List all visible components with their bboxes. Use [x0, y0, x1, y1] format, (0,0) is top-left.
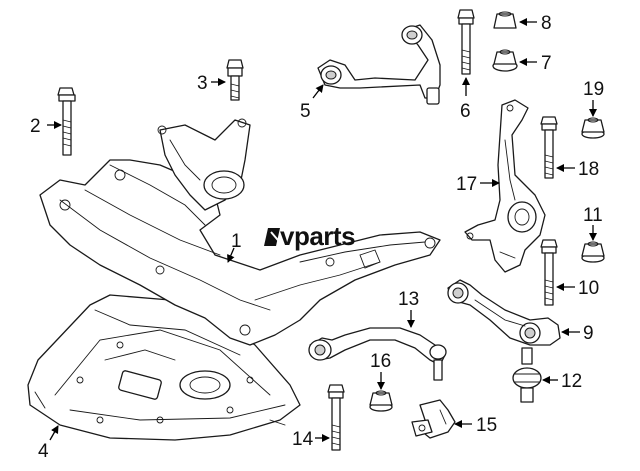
callout-5: 5 — [300, 101, 311, 122]
watermark-logo: vparts — [264, 221, 356, 251]
part-1-subframe[interactable] — [39, 159, 441, 346]
watermark-text: vparts — [280, 221, 355, 251]
callout-18: 18 — [578, 159, 599, 180]
callout-3: 3 — [197, 73, 208, 94]
callout-7: 7 — [541, 53, 552, 74]
callout-11: 11 — [583, 205, 603, 226]
part-11-nut[interactable] — [581, 241, 605, 263]
part-8-nut[interactable] — [493, 11, 517, 29]
callout-17: 17 — [456, 174, 477, 195]
callout-19: 19 — [583, 79, 604, 100]
part-13-lower-arm[interactable] — [308, 327, 447, 381]
callout-12: 12 — [561, 371, 582, 392]
part-9-lower-control-arm[interactable] — [447, 279, 561, 346]
part-19-nut[interactable] — [581, 117, 605, 139]
callout-6: 6 — [460, 101, 471, 122]
part-6-bolt[interactable] — [457, 9, 475, 75]
callout-8: 8 — [541, 13, 552, 34]
callout-14: 14 — [292, 429, 314, 450]
part-7-flange-nut[interactable] — [492, 49, 518, 72]
part-14-bolt[interactable] — [327, 384, 345, 451]
callout-4: 4 — [38, 441, 49, 462]
callout-15: 15 — [476, 415, 497, 436]
part-12-ball-joint[interactable] — [512, 347, 542, 403]
part-15-bracket[interactable] — [411, 399, 456, 439]
callout-13: 13 — [398, 289, 419, 310]
part-1-subframe-tower — [157, 118, 251, 211]
part-2-bolt[interactable] — [57, 87, 76, 156]
callout-1: 1 — [231, 231, 242, 252]
callout-labels: 1 2 3 4 5 6 7 8 9 10 11 12 13 14 15 16 1… — [30, 13, 604, 462]
part-18-bolt[interactable] — [540, 116, 558, 179]
leader-lines — [47, 18, 597, 442]
callout-10: 10 — [578, 278, 599, 299]
callout-9: 9 — [583, 323, 594, 344]
part-16-nut[interactable] — [369, 390, 393, 412]
part-3-bolt[interactable] — [226, 59, 244, 101]
part-17-steering-knuckle[interactable] — [464, 99, 546, 273]
callout-16: 16 — [370, 351, 391, 372]
part-10-bolt[interactable] — [540, 239, 558, 306]
callout-2: 2 — [30, 116, 41, 137]
part-5-upper-control-arm[interactable] — [317, 24, 441, 105]
